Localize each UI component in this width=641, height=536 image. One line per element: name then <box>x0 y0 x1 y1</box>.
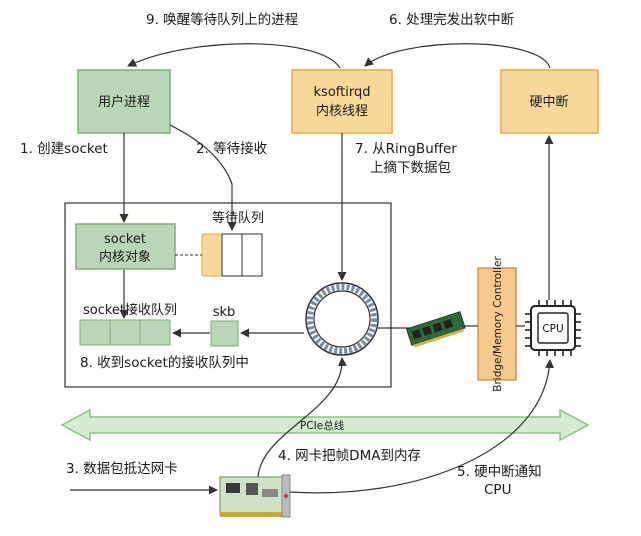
step-1-label: 1. 创建socket <box>20 141 108 157</box>
step-3-label: 3. 数据包抵达网卡 <box>66 461 178 477</box>
ksoftirqd-label-2: 内核线程 <box>316 103 368 119</box>
socket-object-box: socket 内核对象 <box>75 223 176 270</box>
step-6-label: 6. 处理完发出软中断 <box>389 12 514 28</box>
socket-recv-queue: socket接收队列 <box>79 302 177 346</box>
arrow-wait-receive <box>169 124 237 231</box>
ring-buffer <box>305 282 379 356</box>
arrow-dma <box>257 357 347 478</box>
ksoftirqd-box: ksoftirqd 内核线程 <box>291 69 393 134</box>
step-7-label-2: 上摘下数据包 <box>370 159 451 176</box>
socket-object-label-1: socket <box>104 232 146 247</box>
user-process-box: 用户进程 <box>77 69 171 134</box>
bridge-label: Bridge/Memory Controller <box>492 256 504 392</box>
arrow-softirq <box>364 43 551 69</box>
step-9-label: 9. 唤醒等待队列上的进程 <box>146 11 298 28</box>
step-8-label: 8. 收到socket的接收队列中 <box>80 354 249 371</box>
pcie-label: PCIe总线 <box>300 419 345 432</box>
ksoftirqd-label-1: ksoftirqd <box>314 85 371 100</box>
socket-object-label-2: 内核对象 <box>99 249 151 265</box>
step-5-label-1: 5. 硬中断通知 <box>457 463 542 480</box>
pcie-bus: PCIe总线 <box>60 408 590 442</box>
bridge-controller: Bridge/Memory Controller <box>477 256 517 392</box>
step-2-label: 2. 等待接收 <box>196 140 268 157</box>
skb-box: skb <box>210 305 239 347</box>
wait-queue: 等待队列 <box>201 210 264 277</box>
kernel-frame <box>64 202 392 388</box>
step-4-label: 4. 网卡把帧DMA到内存 <box>278 448 421 464</box>
step-5-label-2: CPU <box>484 482 511 498</box>
arrow-hardirq-notify <box>289 359 555 494</box>
wait-queue-label: 等待队列 <box>212 210 264 226</box>
arrow-wake-process <box>127 43 341 69</box>
cpu-chip-icon: CPU <box>525 300 581 356</box>
hard-irq-label: 硬中断 <box>529 95 568 110</box>
network-card-icon <box>219 474 291 518</box>
step-7-label-1: 7. 从RingBuffer <box>355 141 457 157</box>
recv-queue-label: socket接收队列 <box>83 302 177 318</box>
skb-label: skb <box>213 305 236 320</box>
user-process-label: 用户进程 <box>98 94 150 110</box>
memory-stick-icon <box>405 311 466 348</box>
cpu-label: CPU <box>542 323 563 335</box>
hard-irq-box: 硬中断 <box>500 69 599 134</box>
